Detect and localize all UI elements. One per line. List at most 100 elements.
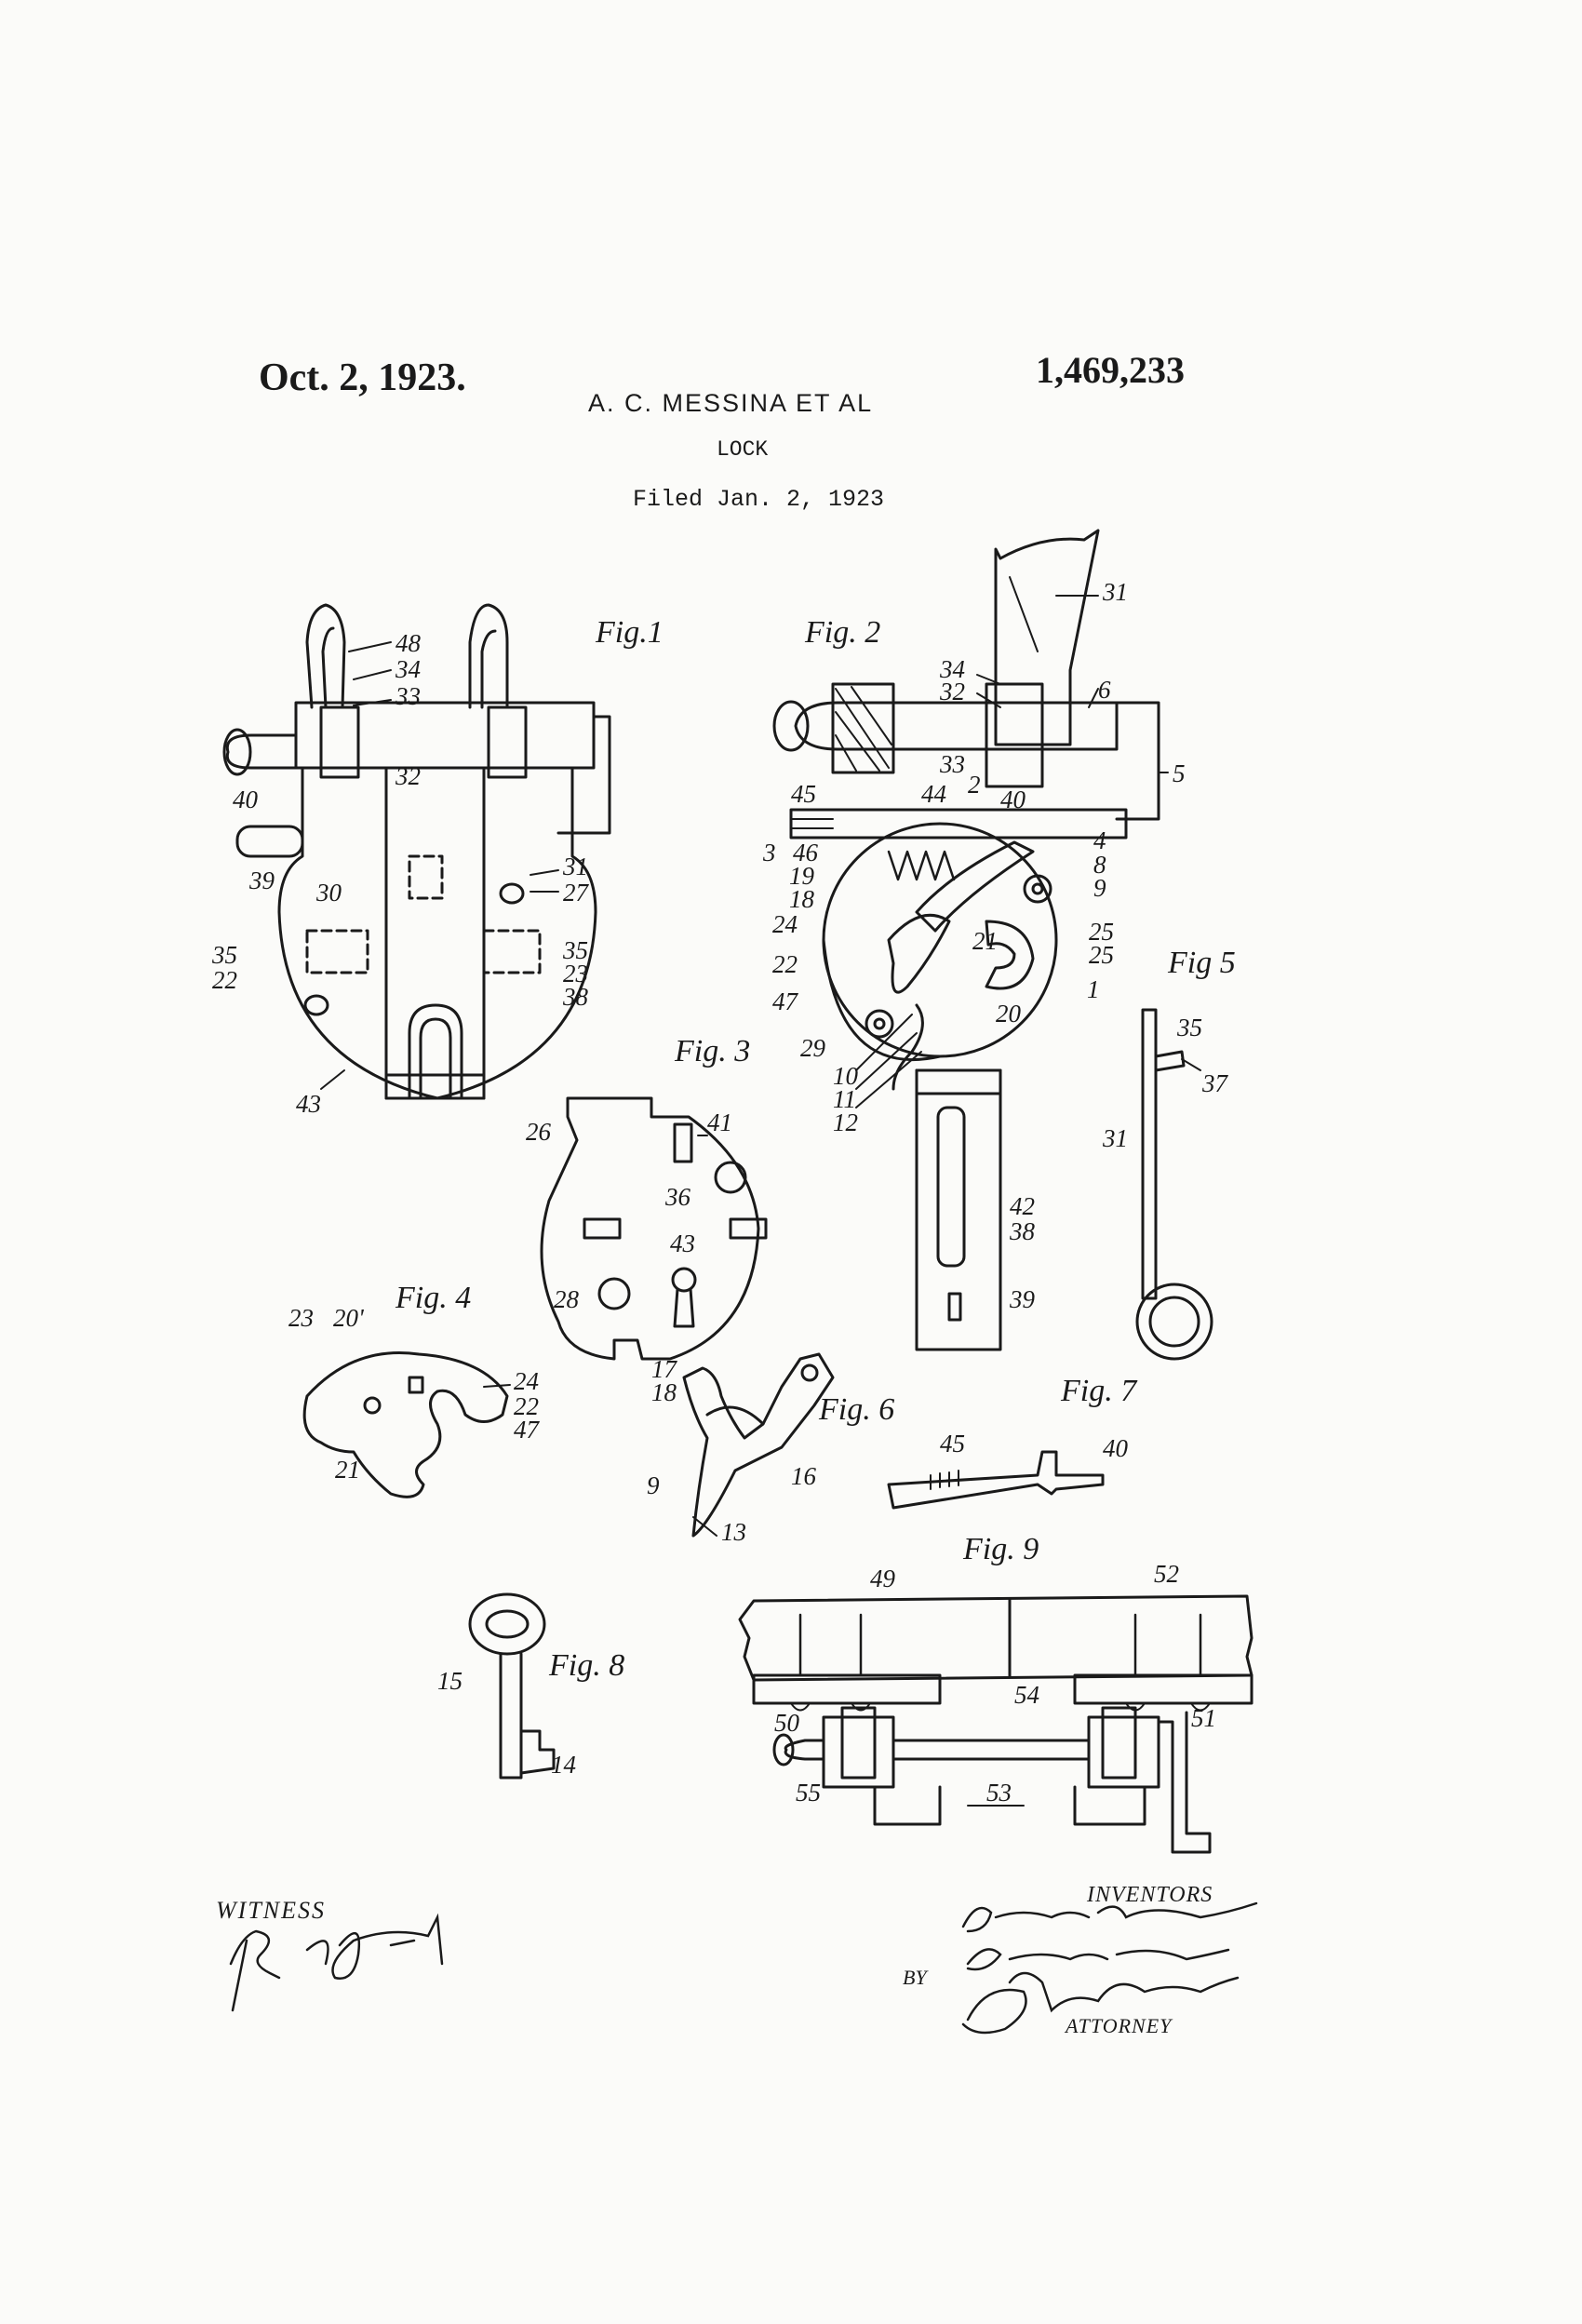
ref-numeral: 38 bbox=[1009, 1217, 1036, 1245]
inventors-label: INVENTORS bbox=[1087, 1883, 1213, 1907]
attorney-label: ATTORNEY bbox=[1066, 2014, 1173, 2037]
fig7-drawing bbox=[887, 1450, 1105, 1510]
ref-numeral: 21 bbox=[335, 1456, 360, 1484]
ref-numeral: 28 bbox=[554, 1285, 580, 1313]
ref-numeral: 26 bbox=[526, 1118, 552, 1146]
ref-numeral: 41 bbox=[707, 1108, 732, 1136]
filed-date: Filed Jan. 2, 1923 bbox=[633, 486, 885, 513]
ref-numeral: 38 bbox=[562, 983, 589, 1011]
ref-numeral: 47 bbox=[514, 1416, 541, 1444]
fig8-reference-numerals: 15 14 bbox=[437, 1667, 576, 1779]
fig8-drawing bbox=[468, 1592, 556, 1780]
ref-numeral: 39 bbox=[1009, 1285, 1036, 1313]
patent-date: Oct. 2, 1923. bbox=[259, 356, 466, 399]
inventor-signatures bbox=[961, 1901, 1258, 1971]
ref-numeral: 33 bbox=[939, 750, 965, 778]
ref-numeral: 44 bbox=[921, 780, 946, 808]
ref-numeral: 32 bbox=[939, 678, 965, 705]
patent-number: 1,469,233 bbox=[1036, 349, 1185, 391]
fig6-label: Fig. 6 bbox=[818, 1392, 894, 1427]
ref-numeral: 1 bbox=[1087, 975, 1100, 1003]
fig3-label: Fig. 3 bbox=[674, 1034, 750, 1068]
ref-numeral: 30 bbox=[315, 879, 342, 907]
patent-title: LOCK bbox=[717, 437, 769, 462]
fig4-drawing bbox=[302, 1350, 511, 1498]
attorney-signature bbox=[961, 1971, 1240, 2035]
ref-numeral: 29 bbox=[800, 1034, 826, 1062]
ref-numeral: 31 bbox=[562, 853, 588, 880]
ref-numeral: 52 bbox=[1154, 1560, 1179, 1588]
ref-numeral: 18 bbox=[789, 885, 815, 913]
fig3-drawing bbox=[540, 1096, 768, 1361]
ref-numeral: 14 bbox=[551, 1751, 576, 1779]
fig6-reference-numerals: 17 18 9 16 13 bbox=[647, 1355, 817, 1546]
ref-numeral: 46 bbox=[793, 839, 819, 866]
fig7-reference-numerals: 45 40 bbox=[940, 1430, 1129, 1462]
ref-numeral: 24 bbox=[514, 1367, 539, 1395]
ref-numeral: 45 bbox=[791, 780, 816, 808]
ref-numeral: 23 bbox=[288, 1304, 314, 1332]
fig2-drawing bbox=[772, 529, 1169, 1351]
ref-numeral: 32 bbox=[395, 762, 421, 790]
ref-numeral: 40 bbox=[233, 786, 259, 813]
fig9-drawing bbox=[738, 1594, 1254, 1854]
ref-numeral: 5 bbox=[1173, 759, 1186, 787]
ref-numeral: 39 bbox=[248, 866, 275, 894]
ref-numeral: 34 bbox=[395, 655, 421, 683]
ref-numeral: 35 bbox=[211, 941, 237, 969]
ref-numeral: 12 bbox=[833, 1108, 858, 1136]
ref-numeral: 18 bbox=[651, 1378, 677, 1406]
ref-numeral: 22 bbox=[514, 1392, 539, 1420]
ref-numeral: 25 bbox=[1089, 941, 1114, 969]
fig5-label: Fig 5 bbox=[1167, 946, 1236, 980]
ref-numeral: 8 bbox=[1093, 851, 1106, 879]
fig2-label: Fig. 2 bbox=[804, 615, 880, 650]
fig5-drawing bbox=[1135, 1008, 1213, 1361]
ref-numeral: 22 bbox=[772, 950, 798, 978]
fig2-reference-numerals: 31 34 32 6 33 5 45 44 2 40 3 46 4 8 19 1… bbox=[762, 578, 1186, 1313]
ref-numeral: 51 bbox=[1191, 1704, 1216, 1732]
ref-numeral: 45 bbox=[940, 1430, 965, 1458]
ref-numeral: 54 bbox=[1014, 1681, 1039, 1709]
ref-numeral: 49 bbox=[870, 1565, 896, 1592]
ref-numeral: 50 bbox=[774, 1709, 800, 1737]
ref-numeral: 35 bbox=[1176, 1014, 1202, 1041]
ref-numeral: 48 bbox=[396, 629, 422, 657]
ref-numeral: 21 bbox=[972, 927, 998, 955]
ref-numeral: 17 bbox=[651, 1355, 678, 1383]
fig3-reference-numerals: 26 41 36 43 28 bbox=[526, 1108, 732, 1313]
ref-numeral: 43 bbox=[670, 1229, 695, 1257]
fig9-reference-numerals: 49 52 50 54 51 55 53 bbox=[774, 1560, 1216, 1807]
ref-numeral: 13 bbox=[721, 1518, 746, 1546]
ref-numeral: 3 bbox=[762, 839, 776, 866]
ref-numeral: 47 bbox=[772, 987, 799, 1015]
witness-label: WITNESS bbox=[216, 1897, 326, 1924]
ref-numeral: 19 bbox=[789, 862, 815, 890]
ref-numeral: 40 bbox=[1103, 1434, 1129, 1462]
ref-numeral: 24 bbox=[772, 910, 798, 938]
ref-numeral: 22 bbox=[212, 966, 237, 994]
fig6-drawing bbox=[682, 1352, 835, 1538]
ref-numeral: 31 bbox=[1102, 578, 1128, 606]
inventors-heading: A. C. MESSINA ET AL bbox=[588, 389, 874, 417]
ref-numeral: 43 bbox=[296, 1090, 321, 1118]
ref-numeral: 34 bbox=[939, 655, 965, 683]
ref-numeral: 16 bbox=[791, 1462, 817, 1490]
ref-numeral: 35 bbox=[562, 936, 588, 964]
ref-numeral: 40 bbox=[1000, 786, 1026, 813]
ref-numeral: 33 bbox=[395, 682, 421, 710]
fig4-label: Fig. 4 bbox=[395, 1281, 471, 1315]
ref-numeral: 23 bbox=[563, 960, 588, 987]
ref-numeral: 55 bbox=[796, 1779, 821, 1807]
fig9-label: Fig. 9 bbox=[962, 1532, 1039, 1566]
fig1-label: Fig.1 bbox=[595, 615, 664, 650]
fig1-reference-numerals: 48 34 33 32 40 39 30 31 27 35 22 35 23 3… bbox=[211, 629, 590, 1118]
fig4-reference-numerals: 23 20' 24 22 47 21 bbox=[288, 1304, 541, 1484]
ref-numeral: 31 bbox=[1102, 1124, 1128, 1152]
ref-numeral: 9 bbox=[647, 1471, 660, 1499]
ref-numeral: 20' bbox=[333, 1304, 365, 1332]
ref-numeral: 4 bbox=[1093, 826, 1106, 854]
fig5-reference-numerals: 35 37 31 bbox=[1102, 1014, 1229, 1152]
